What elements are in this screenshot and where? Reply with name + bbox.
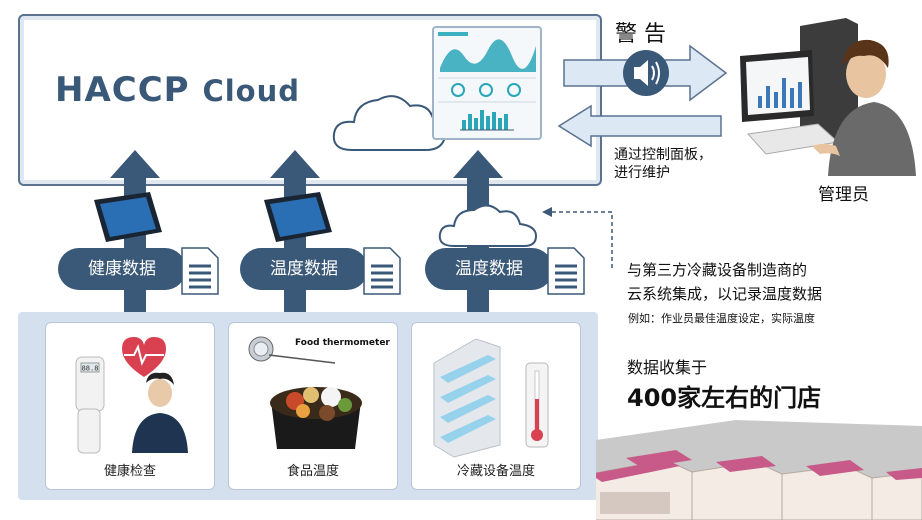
dashboard-panel-icon (432, 26, 542, 140)
document-icon-3 (547, 247, 585, 295)
upload-arrow-1 (110, 150, 160, 325)
card-food-temperature: Food thermometer 食品温度 (228, 322, 398, 490)
third-party-text: 与第三方冷藏设备制造商的 云系统集成，以记录温度数据 (627, 258, 822, 306)
third-party-line2: 云系统集成，以记录温度数据 (627, 285, 823, 303)
refrigerator-illustration (433, 338, 549, 458)
admin-computer-illustration (740, 18, 916, 176)
card-label-refrigeration-temperature: 冷藏设备温度 (456, 464, 535, 479)
third-party-cloud-icon (438, 204, 538, 247)
data-pill-health: 健康数据 (58, 248, 186, 290)
card-label-food-temperature: 食品温度 (286, 464, 339, 479)
health-check-illustration: 88.8 (75, 337, 188, 454)
stores-line2: 400家左右的门店 (627, 384, 822, 412)
third-party-line1: 与第三方冷藏设备制造商的 (627, 261, 808, 279)
document-icon-1 (181, 247, 219, 295)
maintenance-text: 通过控制面板， 进行维护 (614, 146, 712, 182)
card-label-health-check: 健康检查 (103, 464, 156, 479)
speaker-icon (634, 60, 660, 86)
alert-arrow (563, 44, 728, 102)
maintenance-arrow (557, 104, 722, 148)
tablet-icon-1 (94, 192, 162, 242)
data-pill-temperature-1: 温度数据 (240, 248, 368, 290)
third-party-note: 例如：作业员最佳温度设定，实际温度 (628, 312, 815, 325)
document-icon-2 (363, 247, 401, 295)
thermometer-reading: 88.8 (82, 365, 99, 373)
card-health-check: 88.8 健康检查 (45, 322, 215, 490)
alert-label: 警 告 (615, 22, 666, 47)
haccp-cloud-title: HACCP Cloud (55, 70, 300, 110)
card-refrigeration-temperature: 冷藏设备温度 (411, 322, 581, 490)
admin-label: 管理员 (818, 185, 869, 205)
data-pill-temperature-2: 温度数据 (425, 248, 553, 290)
stores-illustration (596, 420, 922, 520)
maintenance-text-line1: 通过控制面板， (614, 147, 712, 163)
maintenance-text-line2: 进行维护 (614, 165, 670, 181)
food-thermometer-illustration: Food thermometer (248, 336, 390, 449)
tablet-icon-2 (264, 192, 332, 242)
brand-main: HACCP (55, 70, 190, 110)
third-party-dashed-connector (542, 207, 613, 268)
brand-sub: Cloud (202, 74, 300, 108)
food-thermometer-caption: Food thermometer (295, 338, 390, 348)
stores-line1: 数据收集于 (627, 358, 708, 377)
